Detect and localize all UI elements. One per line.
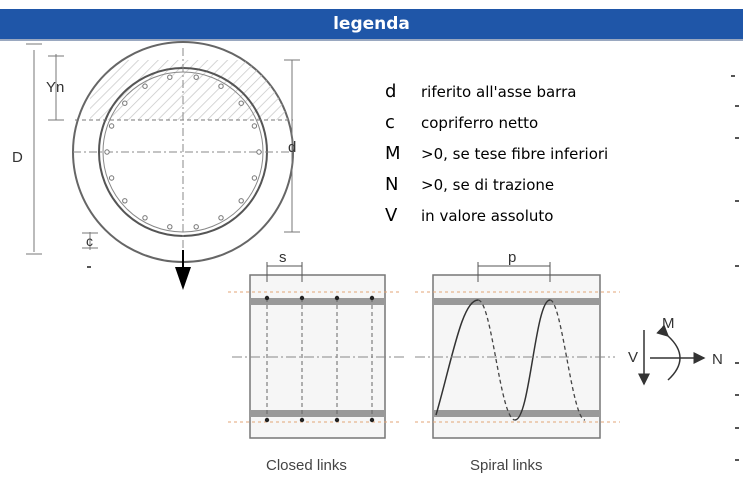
legend-symbol: V — [385, 205, 398, 226]
spiral-front — [435, 299, 479, 416]
rebar — [167, 74, 173, 80]
rebar — [193, 74, 199, 80]
rebar — [104, 149, 110, 155]
legend-symbol: N — [385, 174, 399, 195]
label-d-effective: d — [288, 139, 296, 156]
rebar — [108, 123, 115, 129]
compression-zone — [90, 60, 289, 120]
label-n: N — [712, 351, 723, 368]
legend-header: legenda — [0, 9, 743, 39]
legend-description: riferito all'asse barra — [421, 82, 577, 101]
rebars — [104, 74, 262, 230]
legend-symbol: M — [385, 143, 401, 164]
edge-mark — [735, 459, 739, 461]
dimensions — [26, 43, 300, 255]
rebar — [142, 215, 148, 221]
header-divider — [0, 39, 743, 41]
legend-description: >0, se di trazione — [421, 175, 555, 194]
label-v: V — [628, 349, 638, 366]
edge-mark — [735, 137, 739, 139]
rebar — [122, 100, 128, 106]
rebar — [218, 83, 224, 89]
label-m: M — [662, 315, 675, 332]
edge-mark — [735, 105, 739, 107]
legend-symbol: d — [385, 81, 397, 102]
legend-symbol: c — [385, 112, 395, 133]
edge-mark — [735, 200, 739, 202]
top-bar — [433, 298, 600, 305]
header-title: legenda — [333, 14, 410, 34]
spiral-links-detail — [415, 262, 620, 439]
spiral-front — [514, 299, 551, 421]
legend-row: V in valore assoluto — [385, 200, 608, 231]
rebar — [238, 100, 244, 106]
force-symbols — [638, 324, 706, 386]
edge-mark — [731, 75, 735, 77]
edge-mark — [87, 266, 91, 268]
legend-row: d riferito all'asse barra — [385, 76, 608, 107]
label-c-cover: c — [86, 233, 93, 249]
label-p: p — [508, 249, 516, 266]
legend-row: N >0, se di trazione — [385, 169, 608, 200]
spiral-back — [477, 299, 516, 421]
edge-mark — [735, 394, 739, 396]
rebar — [218, 215, 224, 221]
edge-mark — [735, 427, 739, 429]
rebar — [142, 83, 148, 89]
bottom-bar — [250, 410, 385, 417]
legend-description: in valore assoluto — [421, 206, 554, 225]
label-yn: Yn — [46, 79, 64, 96]
bottom-bar — [433, 410, 600, 417]
rebar — [238, 198, 244, 204]
rebar — [108, 175, 115, 181]
edge-mark — [735, 362, 739, 364]
rebar — [193, 224, 199, 230]
rebar — [251, 175, 258, 181]
circular-section — [72, 41, 294, 263]
legend-row: M >0, se tese fibre inferiori — [385, 138, 608, 169]
spiral-back — [549, 299, 586, 421]
legend-row: c copriferro netto — [385, 107, 608, 138]
label-s: s — [279, 249, 287, 266]
closed-links-detail — [228, 262, 405, 439]
rebar — [251, 123, 258, 129]
rebar — [256, 149, 262, 155]
stirrup-dots — [264, 295, 375, 423]
legend-list: d riferito all'asse barra c copriferro n… — [385, 76, 608, 231]
label-d-diameter: D — [12, 149, 23, 166]
label-closed-links: Closed links — [266, 457, 347, 474]
top-bar — [250, 298, 385, 305]
rebar — [122, 198, 128, 204]
moment-arrow — [656, 324, 681, 381]
label-spiral-links: Spiral links — [470, 457, 543, 474]
rebar — [167, 224, 173, 230]
legend-description: copriferro netto — [421, 113, 539, 132]
edge-mark — [735, 265, 739, 267]
load-arrow-head — [175, 267, 191, 290]
legend-description: >0, se tese fibre inferiori — [421, 144, 609, 163]
